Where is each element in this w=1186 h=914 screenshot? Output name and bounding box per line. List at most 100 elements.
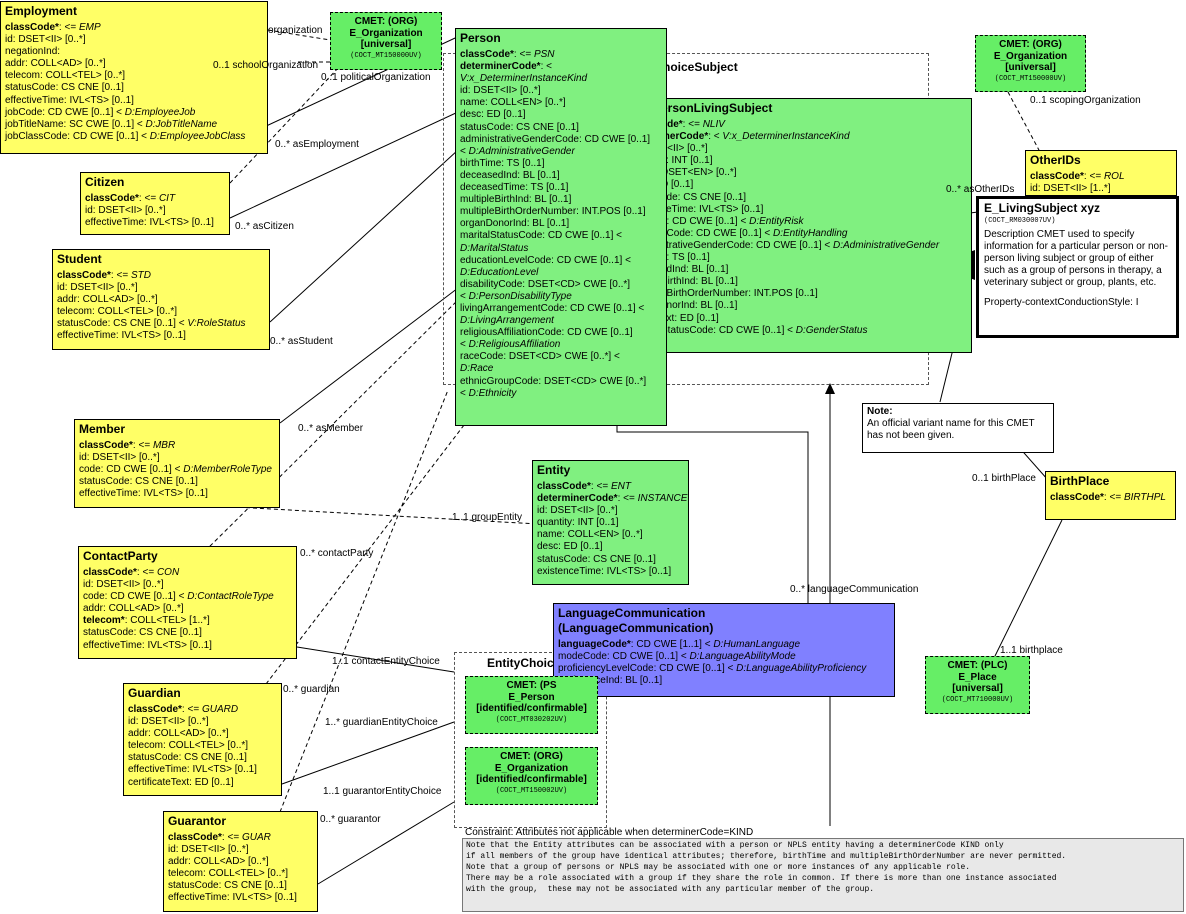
attribute-text: < <box>460 145 469 157</box>
attribute-text: desc: ED [0..1] <box>460 109 526 121</box>
attribute-row: eBirthOrderNumber: INT.POS [0..1] <box>661 288 967 300</box>
attribute-key: determinerCode* <box>537 493 618 505</box>
class-title: BirthPlace <box>1050 474 1110 488</box>
cmet-e-organization-right[interactable]: CMET: (ORG) E_Organization [universal] (… <box>975 35 1086 92</box>
attribute-text: ext: ED [0..1] <box>661 312 719 324</box>
attribute-text: : <= <box>58 22 79 33</box>
attribute-text: deceasedInd: BL [0..1] <box>460 169 560 181</box>
attribute-row: id: DSET<II> [0..*] <box>5 34 263 46</box>
attribute-text: id: DSET<II> [0..*] <box>537 505 618 517</box>
attribute-domain: CON <box>156 567 180 578</box>
attribute-row: D:EducationLevel <box>460 267 662 279</box>
language-communication-class[interactable]: LanguageCommunication (LanguageCommunica… <box>553 603 895 697</box>
attribute-text: : <= <box>221 832 242 843</box>
attribute-domain: D:ContactRoleType <box>187 591 274 603</box>
attribute-domain: STD <box>130 270 151 281</box>
attribute-text: multipleBirthOrderNumber: INT.POS [0..1] <box>460 206 646 218</box>
birthplace-class[interactable]: BirthPlace classCode*: <= BIRTHPL <box>1045 471 1176 520</box>
attribute-row: statusCode: CS CNE [0..1] <box>128 752 277 764</box>
attribute-text: desc: ED [0..1] <box>537 541 603 553</box>
note-title: Note: <box>867 406 893 417</box>
attribute-row: statusCode: CS CNE [0..1] <box>460 122 662 134</box>
cmet-e-organization-choice[interactable]: CMET: (ORG) E_Organization [identified/c… <box>465 747 598 805</box>
attribute-row: < D:ReligiousAffiliation <box>460 339 662 351</box>
class-title: Person <box>460 31 501 45</box>
attribute-domain: GUAR <box>241 832 271 843</box>
attribute-row: id: DSET<II> [0..*] <box>537 505 684 517</box>
attribute-row: statusCode: CS CNE [0..1] < V:RoleStatus <box>57 318 265 330</box>
attribute-row: addr: COLL<AD> [0..*] <box>5 58 263 70</box>
attribute-row: onorInd: BL [0..1] <box>661 300 967 312</box>
entity-choice-frame <box>454 652 607 828</box>
attribute-domain: D:LanguageAbilityMode <box>689 651 796 663</box>
attribute-row: classCode*: <= STD <box>57 270 265 282</box>
attribute-row: organDonorInd: BL [0..1] <box>460 218 662 230</box>
cmet-e-place[interactable]: CMET: (PLC) E_Place [universal] (COCT_MT… <box>925 656 1030 714</box>
attribute-domain: D:MaritalStatus <box>460 242 529 254</box>
attribute-row: telecom: COLL<TEL> [0..*] <box>168 868 313 880</box>
attribute-row: classCode*: <= GUARD <box>128 704 277 716</box>
attribute-text: ode: CS CNE [0..1] <box>661 191 747 203</box>
attribute-row: ode: CS CNE [0..1] <box>661 192 967 204</box>
attribute-row: jobCode: CD CWE [0..1] < D:EmployeeJob <box>5 107 263 119</box>
entry-point-e-living-subject[interactable]: E_LivingSubject xyz (COCT_RM030007UV) De… <box>976 196 1179 338</box>
attribute-row: statusCode: CS CNE [0..1] <box>168 880 313 892</box>
attribute-row: deceasedInd: BL [0..1] <box>460 170 662 182</box>
attribute-domain: ENT <box>610 481 631 492</box>
attribute-text: jobCode: CD CWE [0..1] < <box>5 106 125 118</box>
attribute-text: statusCode: CS CNE [0..1] <box>83 627 202 639</box>
attribute-row: BirthInd: BL [0..1] <box>661 276 967 288</box>
attribute-row: e: TS [0..1] <box>661 252 967 264</box>
attribute-text: : <= <box>132 440 153 451</box>
attribute-domain: V:x_DeterminerInstanceKind <box>722 131 850 143</box>
attribute-text: : CD CWE [1..1] < <box>630 639 714 650</box>
attribute-row: classCode*: <= ROL <box>1030 171 1172 183</box>
label-guardian-entity-choice: 1..* guardianEntityChoice <box>325 717 438 728</box>
attribute-domain: D:Ethnicity <box>468 387 517 399</box>
attribute-row: effectiveTime: IVL<TS> [0..1] <box>83 640 292 652</box>
attribute-row: name: COLL<EN> [0..*] <box>537 529 684 541</box>
attribute-text: addr: COLL<AD> [0..*] <box>5 58 106 70</box>
class-title: ersonLivingSubject <box>661 101 773 115</box>
attribute-key: inerCode* <box>661 131 709 143</box>
cmet-type: CMET: (ORG) <box>500 751 563 762</box>
attribute-text: addr: COLL<AD> [0..*] <box>128 728 229 740</box>
attribute-key: classCode* <box>1050 492 1104 503</box>
attribute-text: id: DSET<II> [0..*] <box>128 716 209 728</box>
label-as-employment: 0..* asEmployment <box>275 139 359 150</box>
attribute-text: name: COLL<EN> [0..*] <box>537 529 643 541</box>
attribute-row: languageCode*: CD CWE [1..1] < D:HumanLa… <box>558 639 890 651</box>
attribute-text: : <= <box>181 704 202 715</box>
cmet-e-person[interactable]: CMET: (PS E_Person [identified/confirmab… <box>465 676 598 734</box>
cmet-e-organization-top[interactable]: CMET: (ORG) E_Organization [universal] (… <box>330 12 442 70</box>
constraint-box: Note that the Entity attributes can be a… <box>462 838 1184 912</box>
attribute-row: addr: COLL<AD> [0..*] <box>128 728 277 740</box>
constraint-line: with the group, these may not be associa… <box>466 885 875 894</box>
attribute-text: effectiveTime: IVL<TS> [0..1] <box>57 330 186 342</box>
attribute-text: : <= <box>110 270 131 281</box>
attribute-row: id: DSET<II> [0..*] <box>83 579 292 591</box>
cmet-mode: [identified/confirmable] <box>476 703 587 714</box>
note-text: An official variant name for this CMET h… <box>867 418 1035 441</box>
attribute-domain: PSN <box>533 49 555 60</box>
attribute-key: classCode* <box>460 49 514 60</box>
attribute-text: : <= <box>1103 492 1124 503</box>
attribute-row: statusCode: CS CNE [0..1] <box>83 627 292 639</box>
attribute-row: proficiencyLevelCode: CD CWE [0..1] < D:… <box>558 663 890 675</box>
attribute-text: BirthInd: BL [0..1] <box>661 276 738 288</box>
attribute-text: statusCode: CS CNE [0..1] <box>537 553 656 565</box>
attribute-text: effectiveTime: IVL<TS> [0..1] <box>5 94 134 106</box>
class-title-2: (LanguageCommunication) <box>558 621 714 635</box>
